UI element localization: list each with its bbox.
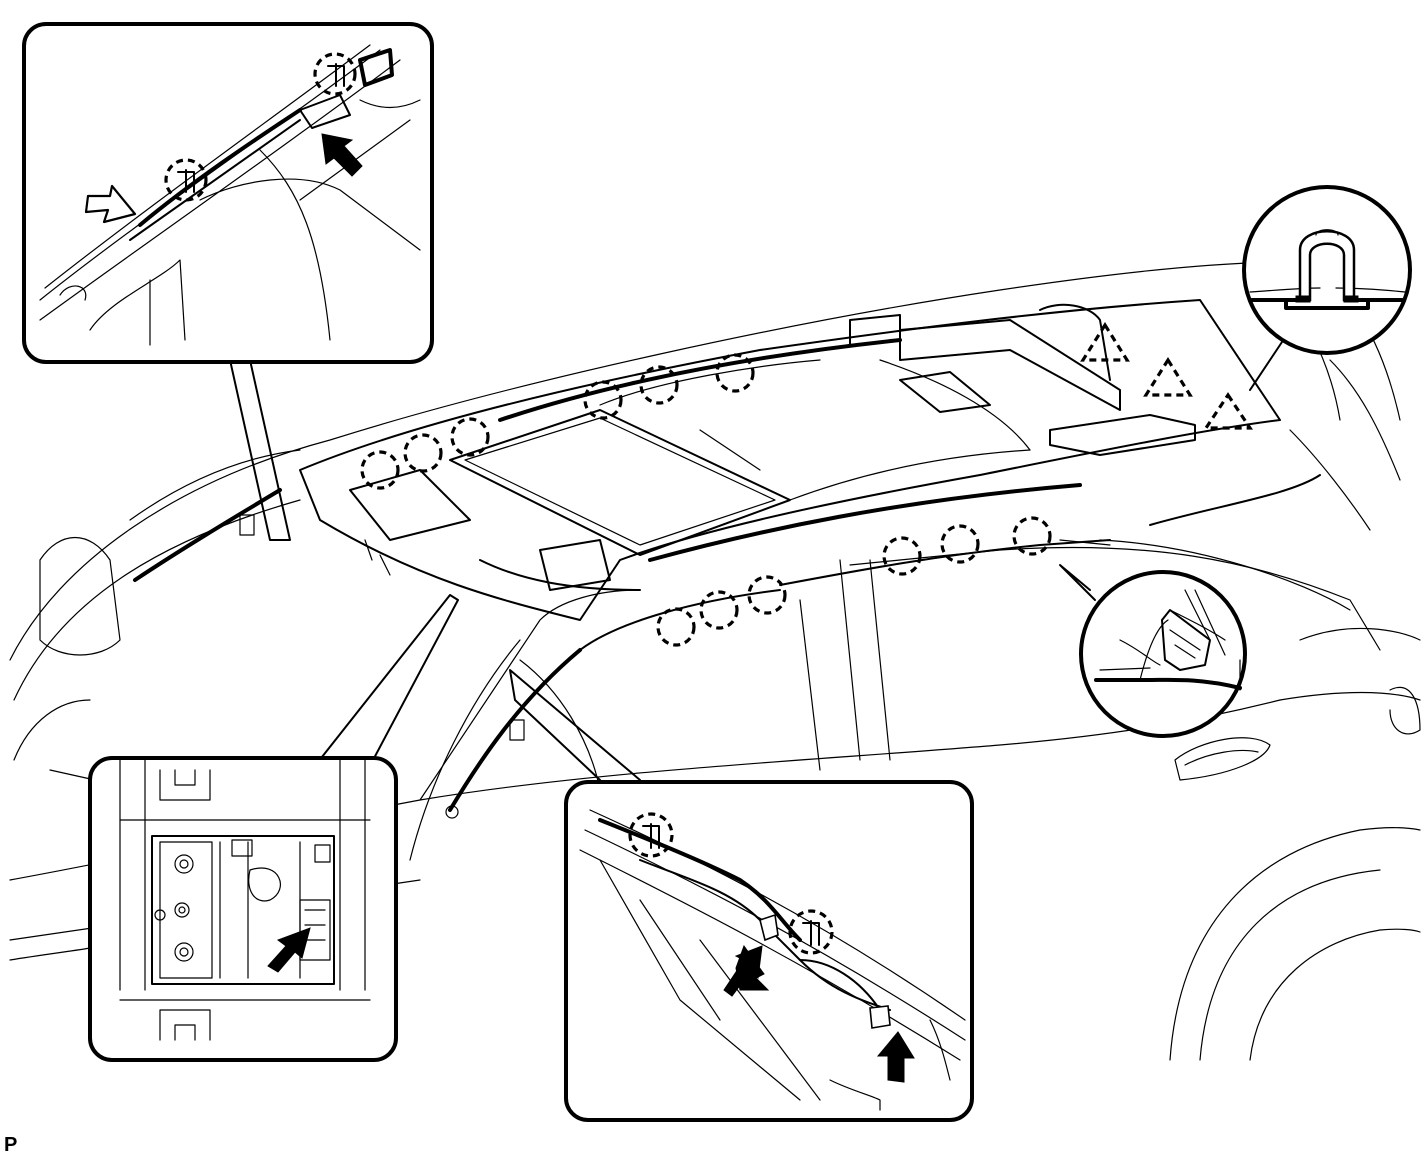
clip-marker (1012, 516, 1052, 556)
vehicle-body-outline (9, 261, 1421, 1061)
clip-marker (628, 812, 674, 858)
c-pillar-detail (564, 780, 974, 1122)
headliner-pins (1080, 321, 1253, 430)
clip-marker (313, 52, 357, 96)
clip-icon (1298, 230, 1356, 302)
direction-arrow-solid (723, 945, 763, 997)
clip-marker (656, 607, 696, 647)
figure-code-label: P (4, 1134, 18, 1156)
leader-lines (229, 329, 1291, 781)
dome-light-connector-detail (88, 756, 398, 1062)
clip-marker (940, 524, 980, 564)
headliner-assembly (133, 299, 1321, 819)
clip-marker (699, 590, 739, 630)
clip-marker (403, 433, 443, 473)
a-pillar-detail-content (39, 44, 421, 346)
clip-marker (715, 353, 755, 393)
headliner-clips (360, 353, 1052, 647)
clip-marker (360, 450, 400, 490)
clip-marker (583, 380, 623, 420)
clip-marker (788, 909, 834, 955)
direction-arrow-outline (84, 184, 137, 224)
roof-clip-detail (1242, 185, 1412, 355)
clip-marker (639, 365, 679, 405)
pin-marker (1080, 321, 1130, 362)
clip-marker (450, 417, 490, 457)
direction-arrow-solid (876, 1031, 915, 1083)
direction-arrow-solid (267, 927, 311, 973)
clip-marker (882, 536, 922, 576)
pin-marker (1203, 392, 1253, 430)
body-clip-detail (1079, 570, 1247, 738)
a-pillar-detail (22, 22, 434, 364)
direction-arrow-solid (321, 133, 363, 177)
clip-marker (747, 575, 787, 615)
pin-marker (1143, 356, 1193, 397)
clip-marker (164, 158, 208, 202)
